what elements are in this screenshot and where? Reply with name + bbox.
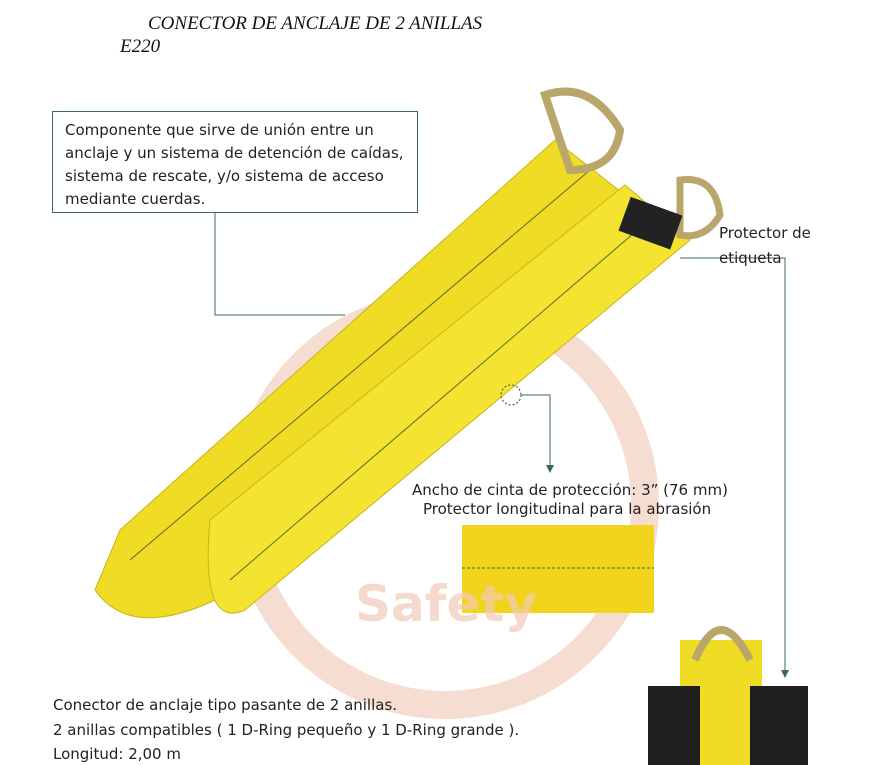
- small-d-ring: [676, 175, 724, 240]
- webbing-detail: [462, 525, 654, 613]
- footer-line-1: Conector de anclaje tipo pasante de 2 an…: [53, 696, 398, 714]
- abrasion-callout: Protector longitudinal para la abrasión: [423, 500, 712, 518]
- description-box: Componente que sirve de unión entre un a…: [52, 111, 418, 213]
- product-code: E220: [120, 36, 161, 57]
- width-callout: Ancho de cinta de protección: 3” (76 mm): [412, 481, 728, 499]
- footer-line-2: 2 anillas compatibles ( 1 D-Ring pequeño…: [53, 721, 520, 739]
- large-d-ring: [539, 87, 625, 175]
- strap-right: [207, 184, 691, 614]
- label-protector-callout: Protector de etiqueta: [719, 224, 811, 267]
- label-protector: [618, 196, 683, 250]
- footer-line-3: Longitud: 2,00 m: [53, 745, 181, 763]
- page-title: CONECTOR DE ANCLAJE DE 2 ANILLAS: [148, 13, 483, 34]
- watermark: Safety: [355, 575, 537, 633]
